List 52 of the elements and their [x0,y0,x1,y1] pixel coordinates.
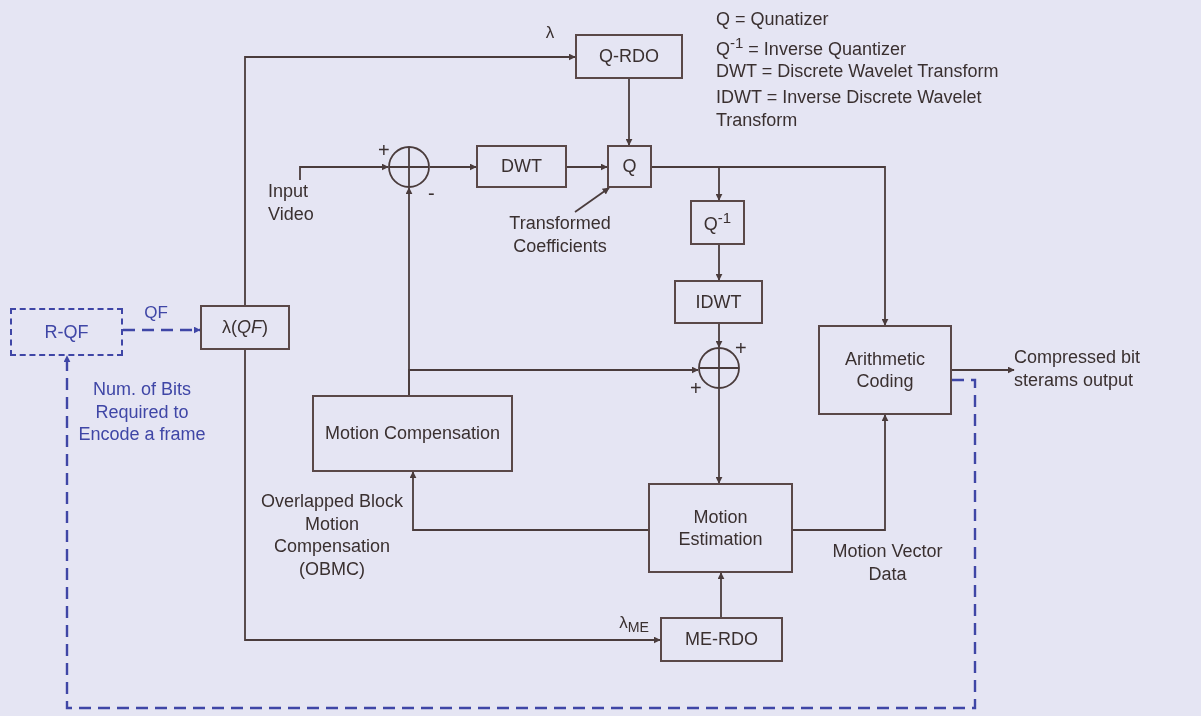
abbreviation-note: Q = Qunatizer [716,8,830,31]
box-label: R-QF [44,320,89,344]
process-box [607,145,652,188]
process-box [575,34,683,79]
box-label: IDWT [695,290,742,314]
abbreviation-note: Q$^{-1}$ = Inverse Quantizer [716,34,907,61]
arrow [244,53,576,306]
box-label: Motion Estimation [677,505,764,551]
box-label: Q [622,155,637,178]
text-label: Compressed bit sterams output [1014,346,1196,394]
arrow [408,366,699,396]
arrow [566,163,608,171]
sign-label: - [428,183,435,203]
text-label: Transformed Coefficients [495,212,625,260]
process-box [690,200,745,245]
process-box [818,325,952,415]
arrow [409,471,649,531]
arrow [574,187,610,213]
arrow [715,388,723,484]
arrow [951,366,1015,374]
arrow [715,244,723,281]
arrow [63,355,977,710]
dashed-process-box [10,308,123,356]
arrow [715,323,723,348]
box-label: Q$^{-1}$ [703,209,732,236]
process-box [312,395,513,472]
box-label: λ(QF) [222,316,268,339]
box-label: Q-RDO [599,45,659,68]
process-box [660,617,783,662]
process-box [200,305,290,350]
arrow [244,349,661,644]
box-label: Motion Compensation [324,422,501,445]
box-label: DWT [501,155,542,178]
process-box [648,483,793,573]
arrow [429,163,477,171]
box-label: ME-RDO [685,628,758,651]
abbreviation-note: IDWT = Inverse Discrete Wavelet Transform [716,86,983,131]
box-label: Arithmetic Coding [844,347,926,393]
arrow [625,78,633,146]
arrow [717,572,725,618]
arrow [123,326,201,334]
sign-label: + [378,140,390,160]
summing-junction-icon [388,146,430,188]
process-box [674,280,763,324]
abbreviation-note: DWT = Discrete Wavelet Transform [716,60,1000,83]
text-label: Input Video [268,180,340,232]
sign-label: + [690,378,702,398]
process-box [476,145,567,188]
arrow [299,163,389,181]
arrow [792,414,889,531]
sign-label: + [735,338,747,358]
arrow [651,166,889,326]
